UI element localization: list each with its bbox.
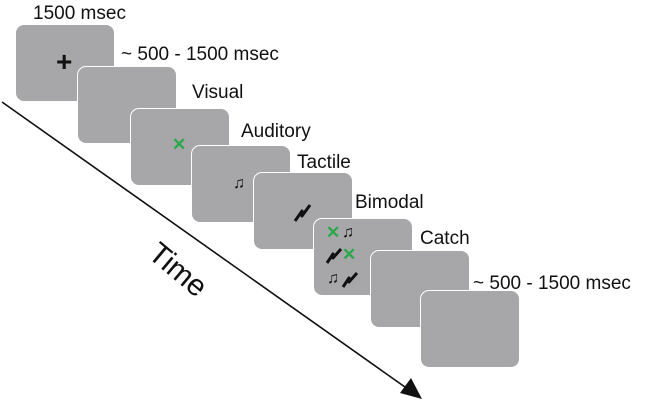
bimodal-note-icon-2: ♫ <box>327 270 339 287</box>
auditory-label: Auditory <box>241 121 311 142</box>
bimodal-note-icon: ♫ <box>342 224 354 241</box>
catch-label: Catch <box>420 228 470 249</box>
isi-top-label: ~ 500 - 1500 msec <box>121 44 279 65</box>
bimodal-visual-cross-icon-2: ✕ <box>342 245 357 264</box>
bimodal-label: Bimodal <box>355 192 424 213</box>
blank-screen-2 <box>420 290 520 368</box>
music-note-icon: ♫ <box>233 175 245 192</box>
visual-cross-icon: ✕ <box>172 135 187 154</box>
isi-bottom-label: ~ 500 - 1500 msec <box>473 273 631 294</box>
visual-label: Visual <box>192 82 244 103</box>
fixation-cross-icon: + <box>56 46 73 77</box>
fixation-duration-label: 1500 msec <box>33 3 126 24</box>
bimodal-visual-cross-icon: ✕ <box>326 223 341 242</box>
tactile-label: Tactile <box>297 152 351 173</box>
bimodal-bolt-icon-2 <box>341 272 359 288</box>
bimodal-bolt-icon <box>325 248 343 264</box>
tactile-bolt-icon <box>293 204 312 222</box>
